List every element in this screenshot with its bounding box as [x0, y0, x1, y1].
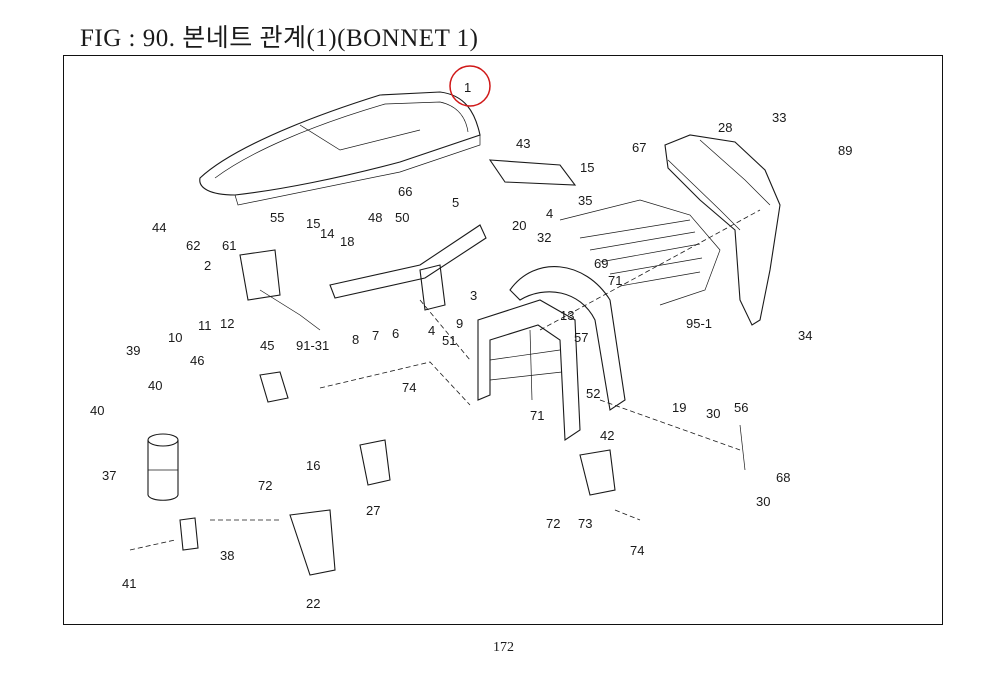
diagram-frame [63, 55, 943, 625]
callout-14: 14 [320, 226, 334, 241]
callout-62: 62 [186, 238, 200, 253]
callout-69: 69 [594, 256, 608, 271]
support-frame [477, 299, 581, 441]
callout-10: 10 [168, 330, 182, 345]
callout-40a: 40 [148, 378, 162, 393]
callout-30a: 30 [706, 406, 720, 421]
callout-71b: 71 [530, 408, 544, 423]
callout-15b: 15 [306, 216, 320, 231]
callout-61: 61 [222, 238, 236, 253]
callout-5: 5 [452, 195, 459, 210]
bonnet-panel [199, 91, 481, 206]
callout-labels: 1 66 43 15 28 33 67 89 4 35 44 55 15 14 … [90, 80, 852, 611]
callout-55: 55 [270, 210, 284, 225]
callout-28: 28 [718, 120, 732, 135]
callout-38: 38 [220, 548, 234, 563]
callout-50: 50 [395, 210, 409, 225]
callout-72b: 72 [546, 516, 560, 531]
callout-3: 3 [470, 288, 477, 303]
callout-4a: 4 [546, 206, 553, 221]
callout-16: 16 [306, 458, 320, 473]
callout-56: 56 [734, 400, 748, 415]
reservoir-tank [147, 433, 199, 551]
callout-71: 71 [608, 273, 622, 288]
callout-41: 41 [122, 576, 136, 591]
hinge-rails [239, 224, 487, 331]
callout-95-1: 95-1 [686, 316, 712, 331]
callout-6: 6 [392, 326, 399, 341]
highlight-circle [449, 65, 491, 107]
brackets [259, 159, 746, 576]
callout-35: 35 [578, 193, 592, 208]
callout-67: 67 [632, 140, 646, 155]
callout-57: 57 [574, 330, 588, 345]
callout-7: 7 [372, 328, 379, 343]
figure-title: FIG : 90. 본네트 관계(1)(BONNET 1) [80, 25, 479, 52]
callout-19: 19 [672, 400, 686, 415]
callout-13: 13 [560, 308, 574, 323]
callout-74a: 74 [402, 380, 416, 395]
side-grille-panel [539, 199, 761, 331]
callout-44: 44 [152, 220, 166, 235]
callout-27: 27 [366, 503, 380, 518]
callout-52: 52 [586, 386, 600, 401]
callout-43: 43 [516, 136, 530, 151]
callout-48: 48 [368, 210, 382, 225]
callout-42: 42 [600, 428, 614, 443]
callout-15: 15 [580, 160, 594, 175]
callout-2: 2 [204, 258, 211, 273]
callout-34: 34 [798, 328, 812, 343]
callout-1: 1 [464, 80, 471, 95]
callout-22: 22 [306, 596, 320, 611]
callout-8: 8 [352, 332, 359, 347]
reference-lines [129, 299, 741, 551]
callout-12: 12 [220, 316, 234, 331]
callout-72a: 72 [258, 478, 272, 493]
callout-11: 11 [198, 318, 212, 333]
callout-46: 46 [190, 353, 204, 368]
callout-9: 9 [456, 316, 463, 331]
callout-39: 39 [126, 343, 140, 358]
callout-4b: 4 [428, 323, 435, 338]
callout-89: 89 [838, 143, 852, 158]
callout-18: 18 [340, 234, 354, 249]
callout-73: 73 [578, 516, 592, 531]
callout-20: 20 [512, 218, 526, 233]
fender-guard [509, 266, 626, 411]
page-number: 172 [493, 640, 514, 655]
callout-37: 37 [102, 468, 116, 483]
callout-68: 68 [776, 470, 790, 485]
callout-74b: 74 [630, 543, 644, 558]
rear-cover-panel [664, 134, 781, 326]
callout-66: 66 [398, 184, 412, 199]
callout-30b: 30 [756, 494, 770, 509]
callout-51: 51 [442, 333, 456, 348]
callout-32: 32 [537, 230, 551, 245]
callout-45: 45 [260, 338, 274, 353]
callout-40b: 40 [90, 403, 104, 418]
callout-91-31: 91-31 [296, 338, 329, 353]
callout-33: 33 [772, 110, 786, 125]
